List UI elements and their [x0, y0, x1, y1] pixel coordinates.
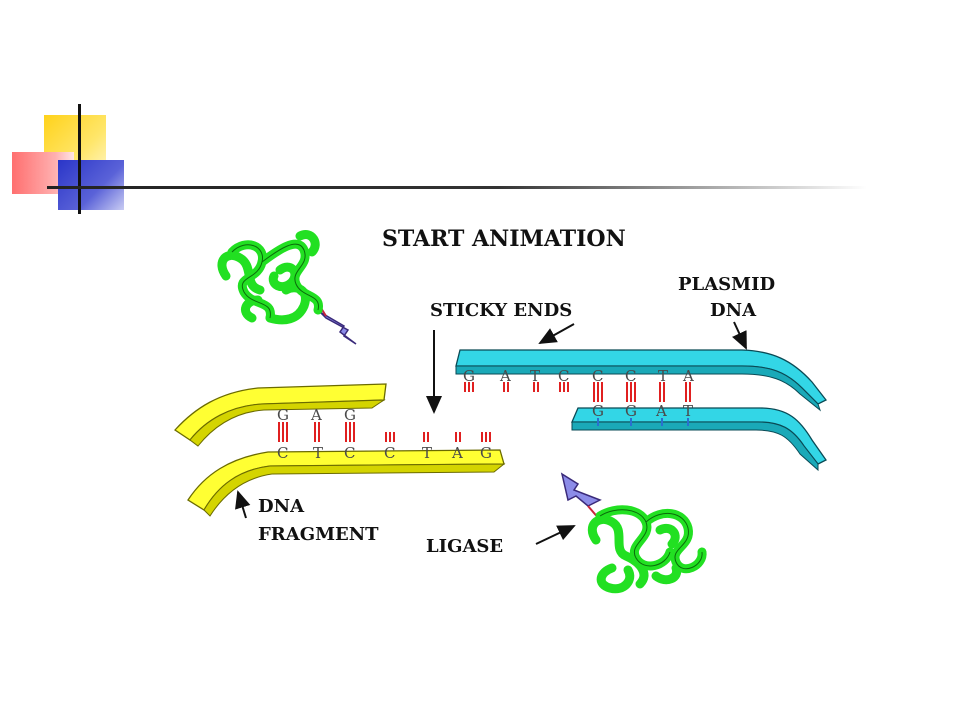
- start-animation-title[interactable]: START ANIMATION: [382, 226, 626, 252]
- base-letter: G: [344, 406, 356, 424]
- base-letter: A: [499, 367, 511, 385]
- ligase-enzyme-bottom: [560, 472, 707, 594]
- base-letter: C: [277, 444, 288, 462]
- base-letter: A: [655, 402, 667, 420]
- base-letter: G: [480, 444, 492, 462]
- base-letter: C: [625, 367, 636, 385]
- plasmid-bottom-bond-stubs: [597, 418, 689, 426]
- plasmid-bottom-bases: G G A T: [592, 402, 693, 420]
- base-letter: C: [384, 444, 395, 462]
- base-letter: T: [313, 444, 323, 462]
- base-letter: T: [658, 367, 668, 385]
- base-letter: A: [451, 444, 463, 462]
- base-letter: T: [422, 444, 432, 462]
- ligase-enzyme-top: [217, 230, 357, 345]
- dna-fragment-label-line1: DNA: [258, 496, 305, 517]
- fragment-bottom-bases: C T C C T A G: [277, 444, 492, 462]
- plasmid-top-bases: G A T C C C T A: [463, 367, 694, 385]
- fragment-arrow: [235, 490, 251, 519]
- base-letter: G: [277, 406, 289, 424]
- plasmid-dna-label-line2: DNA: [710, 300, 757, 321]
- plasmid-dna-label-line1: PLASMID: [678, 274, 775, 295]
- base-letter: T: [530, 367, 540, 385]
- base-letter: A: [682, 367, 694, 385]
- decor-horizontal-line: [47, 186, 867, 189]
- ligase-label: LIGASE: [426, 536, 503, 557]
- base-letter: A: [310, 406, 322, 424]
- base-letter: G: [463, 367, 475, 385]
- dna-fragment: [174, 383, 506, 517]
- decor-blue-square: [58, 160, 124, 210]
- sticky-ends-label: STICKY ENDS: [430, 300, 572, 321]
- base-letter: G: [625, 402, 637, 420]
- plasmid-dna: [455, 349, 827, 472]
- fragment-bonds: [278, 422, 491, 442]
- base-letter: T: [683, 402, 693, 420]
- sticky-ends-plasmid-arrow: [538, 323, 575, 344]
- ligase-arrow: [535, 525, 576, 545]
- base-letter: C: [344, 444, 355, 462]
- plasmid-bonds: [464, 382, 691, 402]
- dna-fragment-label-line2: FRAGMENT: [258, 524, 379, 545]
- base-letter: C: [592, 367, 603, 385]
- fragment-top-bases: G A G: [277, 406, 356, 424]
- base-letter: C: [558, 367, 569, 385]
- plasmid-arrow: [732, 321, 747, 350]
- base-letter: G: [592, 402, 604, 420]
- decor-vertical-line: [78, 104, 81, 214]
